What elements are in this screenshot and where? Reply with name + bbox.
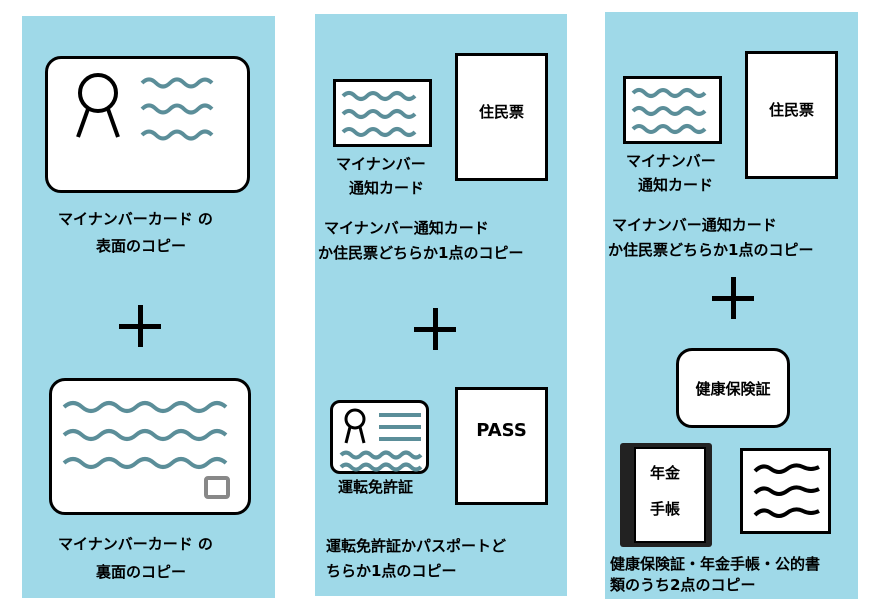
my-number-card-front <box>45 56 250 193</box>
panel2-caption1-line1: マイナンバー通知カード <box>324 219 489 237</box>
back-caption-line1: マイナンバーカード の <box>58 535 213 553</box>
panel2-caption2-line1: 運転免許証かパスポートど <box>326 537 507 555</box>
pension-label-line1: 年金 <box>650 464 681 482</box>
front-caption-line1: マイナンバーカード の <box>58 210 213 228</box>
notice-card-label-line2: 通知カード <box>638 176 714 194</box>
portrait-icon <box>344 408 366 444</box>
juminhyo-label: 住民票 <box>768 101 814 119</box>
text-lines-icon <box>62 401 228 469</box>
panel2-caption2-line2: ちらか1点のコピー <box>326 562 457 580</box>
notice-card-label-line1: マイナンバー <box>336 155 426 173</box>
text-lines-icon <box>631 88 707 134</box>
pension-label-line2: 手帳 <box>650 500 681 518</box>
juminhyo-document: 住民票 <box>745 51 838 179</box>
drivers-license-card <box>330 400 429 474</box>
ic-chip-icon <box>204 476 230 499</box>
health-insurance-card: 健康保険証 <box>676 348 790 428</box>
my-number-card-back <box>49 378 251 515</box>
juminhyo-label: 住民票 <box>478 103 524 121</box>
pension-book-cover: 年金 手帳 <box>634 447 706 543</box>
portrait-icon <box>76 73 120 138</box>
plus-icon <box>712 277 754 319</box>
official-document <box>740 448 831 534</box>
passport-label: PASS <box>476 420 527 441</box>
juminhyo-document: 住民票 <box>455 53 548 181</box>
back-caption-line2: 裏面のコピー <box>96 563 187 581</box>
panel3-caption2-line1: 健康保険証・年金手帳・公的書 <box>610 555 821 573</box>
passport-document: PASS <box>455 387 548 505</box>
plus-icon <box>119 305 161 347</box>
panel2-caption1-line2: か住民票どちらか1点のコピー <box>318 244 524 262</box>
text-lines-icon <box>341 91 417 137</box>
text-lines-icon <box>339 413 423 472</box>
plus-icon <box>414 308 456 350</box>
license-label: 運転免許証 <box>338 478 414 496</box>
insurance-label: 健康保険証 <box>695 379 771 398</box>
notice-card-label-line2: 通知カード <box>349 179 425 197</box>
panel3-caption1-line1: マイナンバー通知カード <box>612 216 777 234</box>
notice-card <box>333 79 432 147</box>
text-lines-icon <box>140 77 214 141</box>
front-caption-line2: 表面のコピー <box>96 237 187 255</box>
panel3-caption2-line2: 類のうち2点のコピー <box>610 576 756 594</box>
notice-card <box>623 76 722 144</box>
panel3-caption1-line2: か住民票どちらか1点のコピー <box>608 241 814 259</box>
pension-book: 年金 手帳 <box>620 443 712 547</box>
notice-card-label-line1: マイナンバー <box>626 152 716 170</box>
text-lines-icon <box>753 463 820 518</box>
